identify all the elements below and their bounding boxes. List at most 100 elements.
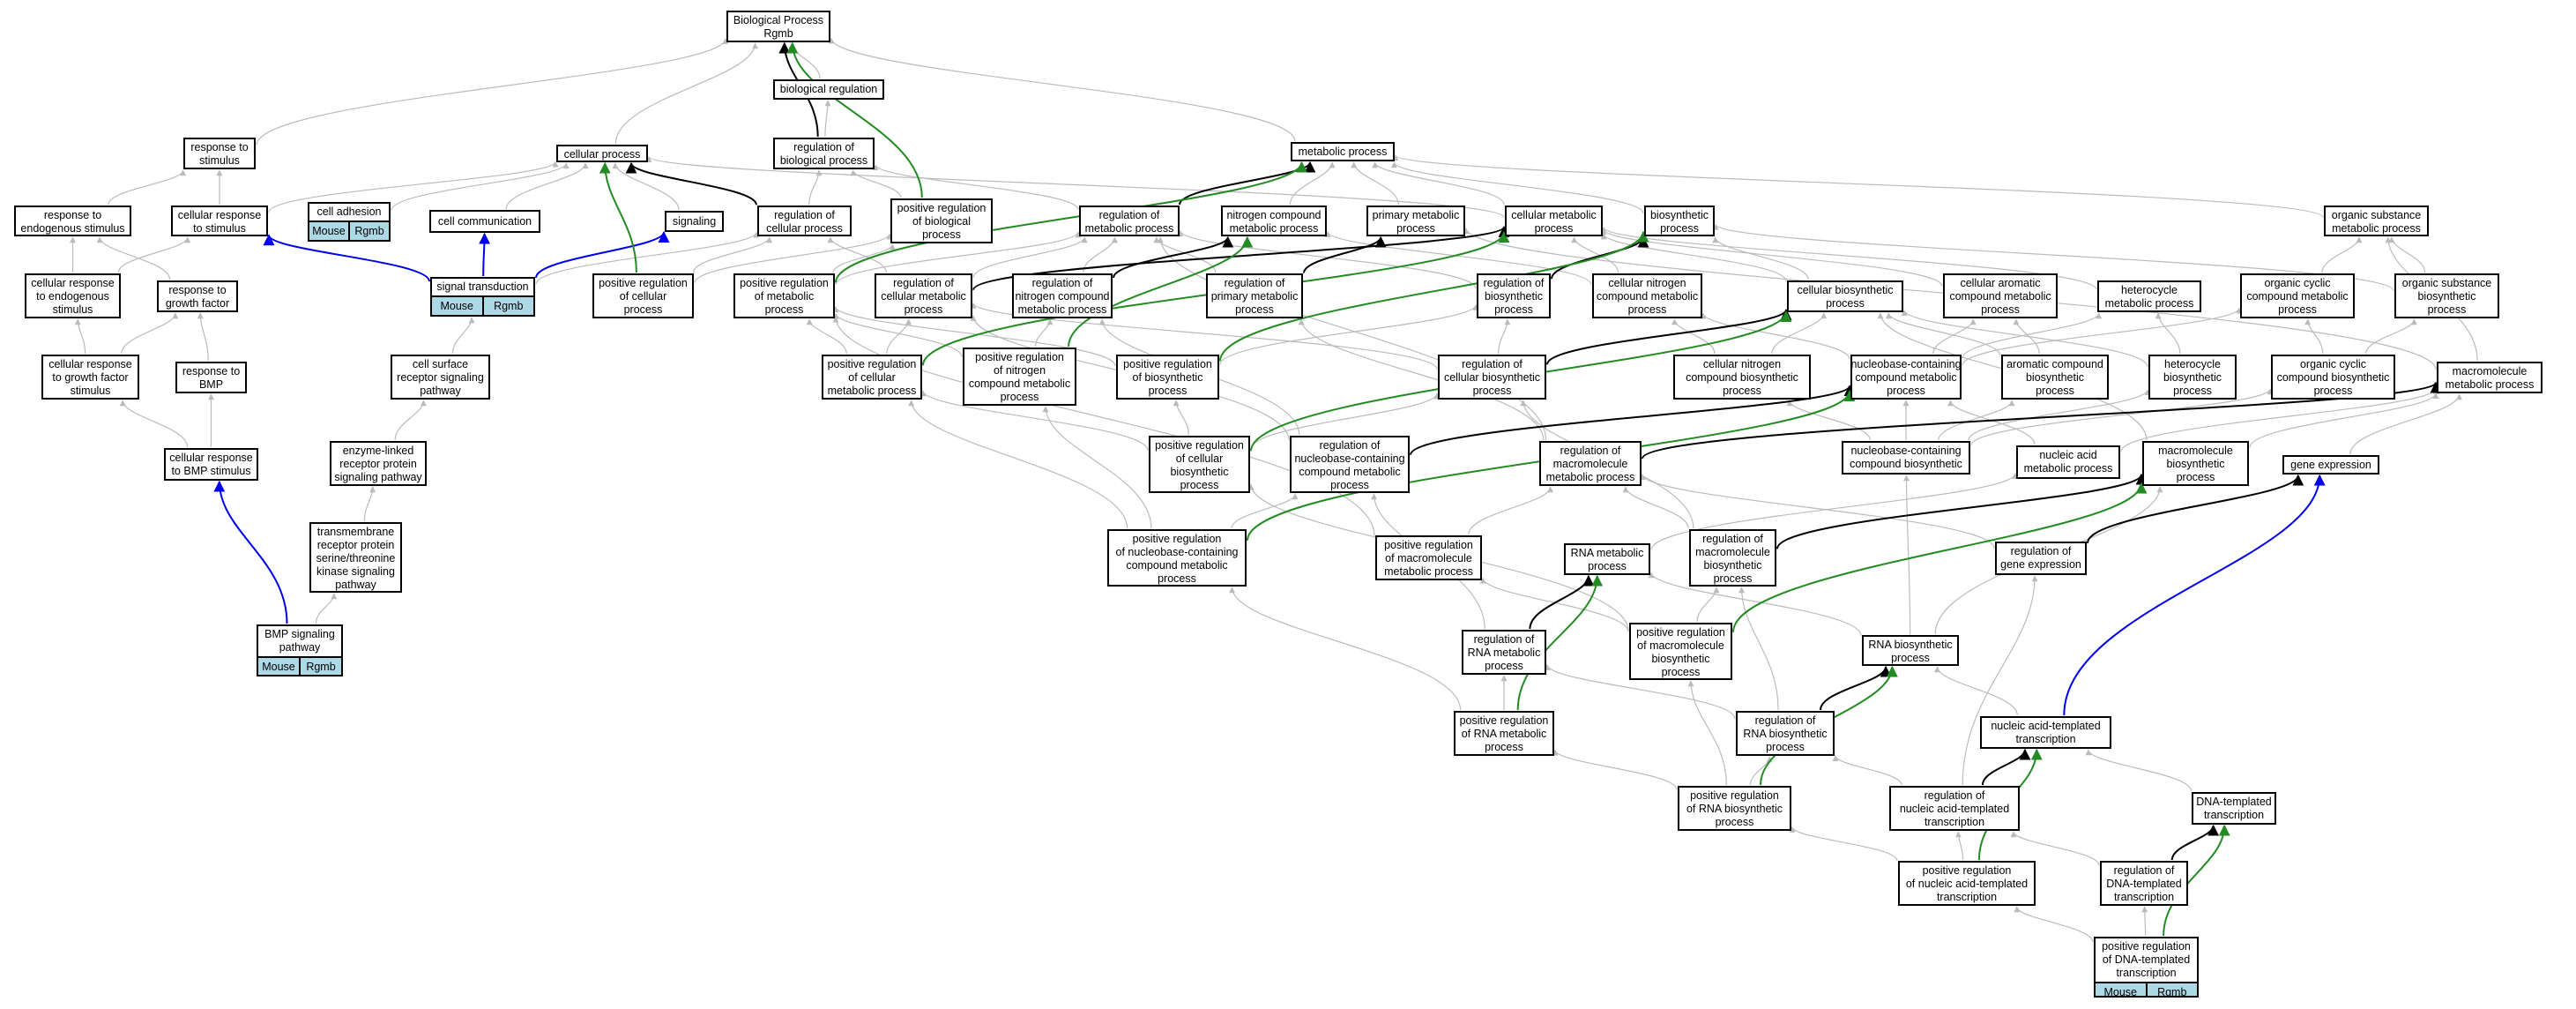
- go-term-label-line: positive regulation: [599, 277, 688, 289]
- go-term-signaling[interactable]: signaling: [665, 211, 724, 232]
- edge-is-a: [1671, 318, 1716, 355]
- go-term-gene-expression[interactable]: gene expression: [2282, 455, 2379, 475]
- annotation-tag-rgmb[interactable]: Rgmb: [299, 658, 341, 675]
- go-term-label-line: compound metabolic: [1299, 466, 1401, 478]
- edge-is-a: [74, 318, 86, 355]
- go-term-label-line: positive regulation: [740, 277, 829, 289]
- go-term-label-line: process: [1158, 572, 1196, 585]
- go-term-label-line: stimulus: [70, 385, 111, 397]
- edge-is-a: [256, 37, 729, 146]
- annotation-tag-rgmb[interactable]: Rgmb: [481, 297, 534, 315]
- go-term-metabolic-process[interactable]: metabolic process: [1291, 142, 1395, 161]
- go-term-label-line: regulation of: [1098, 209, 1160, 221]
- annotation-tag-mouse[interactable]: Mouse: [2103, 985, 2138, 998]
- annotation-tag-mouse[interactable]: Mouse: [262, 660, 295, 673]
- go-term-label-line: pathway: [279, 641, 321, 654]
- edge-is-a: [394, 400, 427, 441]
- annotation-tag-rgmb[interactable]: Rgmb: [2145, 983, 2198, 996]
- edge-is-a: [117, 236, 191, 273]
- go-term-label-line: process: [1766, 741, 1805, 753]
- annotation-tag-mouse[interactable]: Mouse: [440, 299, 474, 312]
- go-term-biological-regulation[interactable]: biological regulation: [773, 79, 884, 100]
- annotation-tag-rgmb[interactable]: Rgmb: [348, 222, 389, 240]
- go-term-cell-communication[interactable]: cell communication: [429, 210, 540, 233]
- edge-is-a: [451, 317, 475, 355]
- go-term-label-line: Rgmb: [763, 27, 793, 40]
- annotation-tag-mouse[interactable]: Mouse: [312, 224, 346, 237]
- go-term-cellular-process[interactable]: cellular process: [556, 145, 648, 162]
- go-term-label-line: signal transduction: [436, 280, 529, 293]
